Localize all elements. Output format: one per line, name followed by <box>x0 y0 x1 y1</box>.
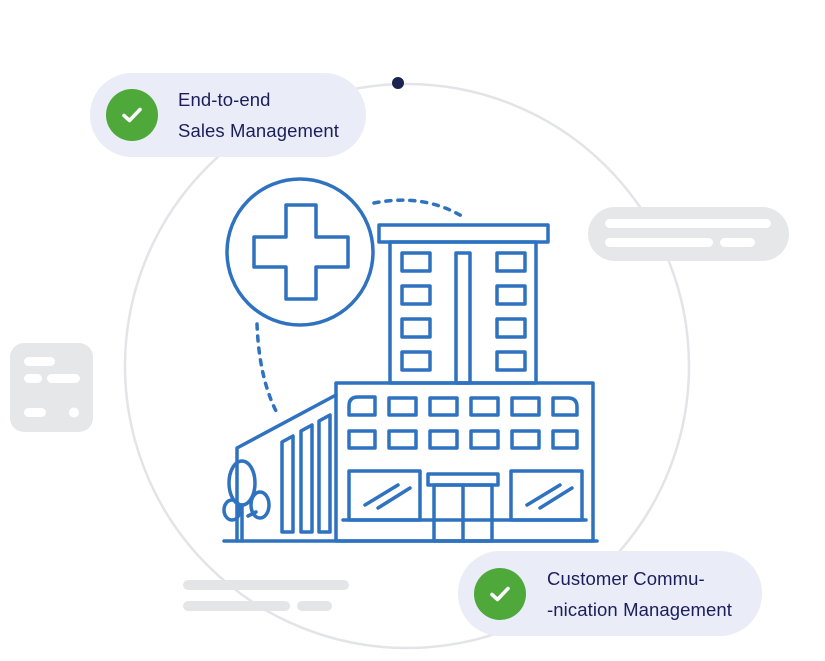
badge-customer-communication-text: Customer Commu- -nication Management <box>547 563 732 625</box>
checkmark-icon <box>106 89 158 141</box>
hospital-building-icon <box>222 177 599 543</box>
badge-sales-management: End-to-end Sales Management <box>90 73 366 157</box>
badge-top-line1: End-to-end <box>178 89 271 110</box>
checkmark-icon <box>474 567 526 620</box>
badge-bottom-line1: Customer Commu- <box>547 567 705 589</box>
placeholder-lines-bottom <box>183 580 349 611</box>
badge-customer-communication: Customer Commu- -nication Management <box>458 551 762 636</box>
medical-cross-icon <box>225 177 375 327</box>
badge-top-line2: Sales Management <box>178 120 339 141</box>
badge-sales-management-text: End-to-end Sales Management <box>178 84 339 146</box>
placeholder-card-right <box>588 207 789 261</box>
placeholder-card-left <box>10 343 93 432</box>
orbit-ring <box>123 82 691 650</box>
badge-bottom-line2: -nication Management <box>547 598 733 620</box>
orbit-dot <box>392 77 404 89</box>
